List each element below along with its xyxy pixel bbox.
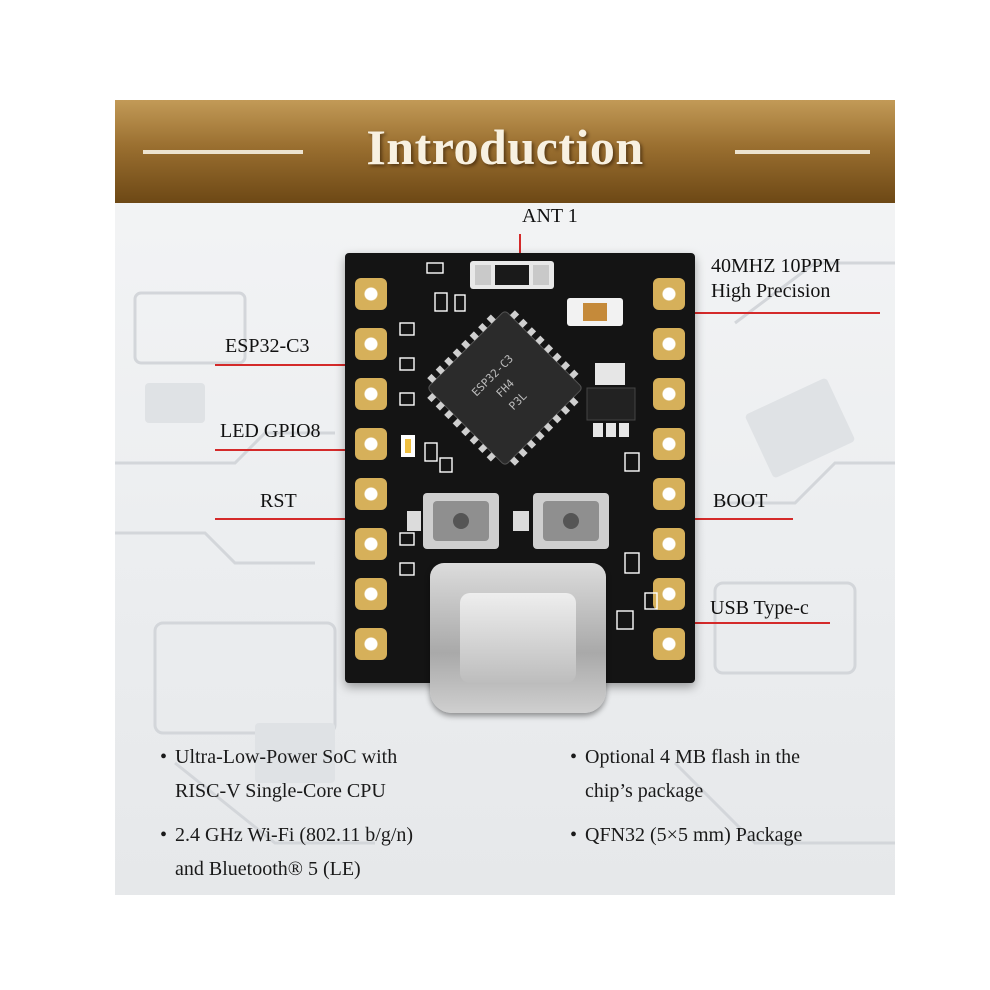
background-circuit-illustration: [115, 261, 895, 845]
usb-port-opening: [460, 593, 576, 683]
feature-text: Ultra-Low-Power SoC with: [175, 746, 398, 768]
usb-type-c-connector: [430, 563, 606, 713]
boot-button: [533, 493, 609, 549]
feature-text: Optional 4 MB flash in the: [585, 746, 800, 768]
pin-pad: [653, 478, 685, 510]
pin-pad: [653, 528, 685, 560]
board-components: ESP32-C3 FH4 P3L: [399, 261, 658, 630]
rst-callout-line: [215, 518, 458, 520]
title-banner: Introduction: [115, 100, 895, 203]
pin-pad: [653, 278, 685, 310]
crystal-oscillator: [567, 298, 623, 326]
bullet-dot: •: [160, 746, 168, 768]
feature-text: QFN32 (5×5 mm) Package: [585, 824, 803, 846]
bullet-dot: •: [160, 824, 168, 846]
label-ant1: ANT 1: [522, 205, 578, 227]
feature-text: RISC-V Single-Core CPU: [175, 780, 386, 802]
label-crystal-line1: 40MHZ 10PPM: [711, 255, 841, 277]
label-usb-type-c: USB Type-c: [710, 597, 809, 619]
rst-button: [423, 493, 499, 549]
feature-text: chip’s package: [585, 780, 704, 802]
pin-pad: [653, 428, 685, 460]
pin-pad: [355, 528, 387, 560]
pin-pad: [355, 378, 387, 410]
feature-bullet: • Optional 4 MB flash in the chip’s packa…: [570, 740, 800, 808]
usb-callout-line: [576, 622, 830, 624]
feature-bullet: • 2.4 GHz Wi-Fi (802.11 b/g/n) and Blueto…: [160, 818, 413, 886]
pin-pad: [653, 378, 685, 410]
label-boot: BOOT: [713, 490, 768, 512]
pin-pad: [355, 428, 387, 460]
antenna-component: [470, 261, 554, 289]
voltage-regulator: [586, 363, 636, 437]
feature-bullet: • Ultra-Low-Power SoC with RISC-V Single-…: [160, 740, 397, 808]
crystal-callout-line: [605, 312, 880, 314]
feature-text: 2.4 GHz Wi-Fi (802.11 b/g/n): [175, 824, 414, 846]
passive-components: [399, 262, 658, 630]
banner-title: Introduction: [366, 119, 644, 175]
banner-divider-left: [143, 150, 303, 154]
pin-pad: [355, 278, 387, 310]
feature-bullet: • QFN32 (5×5 mm) Package: [570, 818, 802, 852]
esp32-c3-chip: ESP32-C3 FH4 P3L: [427, 310, 582, 466]
pin-pad: [653, 328, 685, 360]
led-callout-line: [215, 449, 411, 451]
pin-pad: [653, 628, 685, 660]
ant-callout-line: [519, 234, 521, 264]
pin-pad: [355, 478, 387, 510]
feature-text: and Bluetooth® 5 (LE): [175, 858, 361, 880]
label-crystal-line2: High Precision: [711, 280, 831, 302]
pin-pad: [355, 328, 387, 360]
pin-pad: [653, 578, 685, 610]
label-led-gpio8: LED GPIO8: [220, 420, 321, 442]
banner-divider-right: [735, 150, 870, 154]
label-rst: RST: [260, 490, 297, 512]
bullet-dot: •: [570, 824, 578, 846]
pin-pad: [355, 578, 387, 610]
bullet-dot: •: [570, 746, 578, 768]
product-panel: Introduction: [115, 100, 895, 895]
pin-pad: [355, 628, 387, 660]
led-gpio8: [401, 435, 415, 457]
label-esp32-c3: ESP32-C3: [225, 335, 310, 357]
